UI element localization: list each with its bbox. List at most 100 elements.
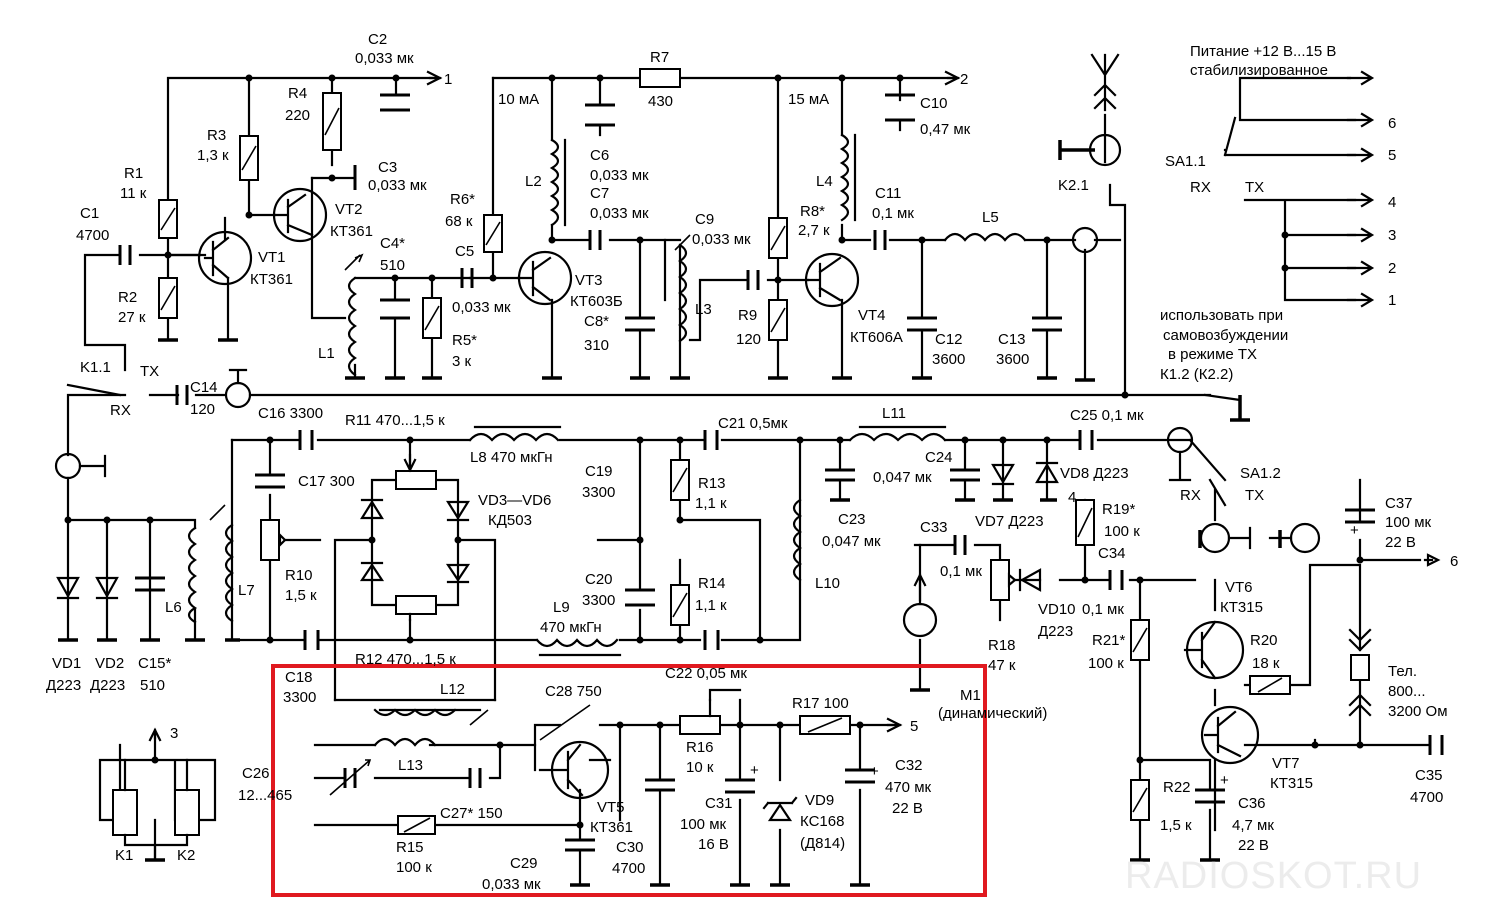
label-r22: R22 (1163, 779, 1191, 796)
label-r8: R8* (800, 203, 825, 220)
label-note-1: использовать при (1160, 307, 1283, 324)
svg-text:+: + (870, 763, 879, 780)
label-c3: C3 (378, 159, 397, 176)
connectors (54, 53, 1441, 862)
label-mic: M1 (960, 687, 981, 704)
label-i15: 15 мА (788, 91, 829, 108)
label-tel-ohm: 3200 Ом (1388, 703, 1448, 720)
label-c35-value: 4700 (1410, 789, 1443, 806)
label-r13: R13 (698, 475, 726, 492)
label-c26-value: 12...465 (238, 787, 292, 804)
label-r1: R1 (124, 165, 143, 182)
label-r7: R7 (650, 49, 669, 66)
label-c36: C36 (1238, 795, 1266, 812)
label-r4: R4 (288, 85, 307, 102)
label-c20: C20 (585, 571, 613, 588)
label-c8: C8* (584, 313, 609, 330)
label-r12: R12 470...1,5 к (355, 651, 456, 668)
watermark: RADIOSKOT.RU (1125, 855, 1422, 897)
label-r9-value: 120 (736, 331, 761, 348)
label-c17: C17 300 (298, 473, 355, 490)
label-power-2: стабилизированное (1190, 62, 1328, 79)
component-labels: C2 0,033 мк 1 R7 430 2 10 мА 15 мА C10 0… (46, 31, 1458, 893)
label-c23-value: 0,047 мк (822, 533, 881, 550)
label-vd7: VD7 Д223 (975, 513, 1044, 530)
label-l13: L13 (398, 757, 423, 774)
label-r14: R14 (698, 575, 726, 592)
label-vd9: VD9 (805, 792, 834, 809)
label-l2: L2 (525, 173, 542, 190)
label-sa11: SA1.1 (1165, 153, 1206, 170)
label-c32-voltage: 22 В (892, 800, 923, 817)
label-c24: C24 (925, 449, 953, 466)
label-c21: C21 0,5мк (718, 415, 788, 432)
junction-dots (64, 74, 1364, 829)
label-c15-value: 510 (140, 677, 165, 694)
label-o2: 2 (1388, 260, 1396, 277)
label-c37-value: 100 мк (1385, 514, 1432, 531)
label-r10: R10 (285, 567, 313, 584)
label-c12: C12 (935, 331, 963, 348)
label-c6: C6 (590, 147, 609, 164)
label-mic-desc: (динамический) (938, 705, 1047, 722)
label-tel-value: 800... (1388, 683, 1426, 700)
label-r3: R3 (207, 127, 226, 144)
label-c9-value: 0,033 мк (692, 231, 751, 248)
label-vd10-type: Д223 (1038, 623, 1073, 640)
label-l8: L8 470 мкГн (470, 449, 553, 466)
label-o5: 5 (1388, 147, 1396, 164)
label-sa11-tx: TX (1245, 179, 1264, 196)
label-c33-value: 0,1 мк (940, 563, 982, 580)
wires-lower (98, 688, 897, 887)
label-r20-value: 18 к (1252, 655, 1280, 672)
label-vt1-type: КТ361 (250, 271, 293, 288)
label-vd36: VD3—VD6 (478, 492, 551, 509)
label-r10-value: 1,5 к (285, 587, 317, 604)
label-r15-value: 100 к (396, 859, 432, 876)
label-vt7: VT7 (1272, 755, 1300, 772)
label-c1: C1 (80, 205, 99, 222)
label-out1: 1 (444, 71, 452, 88)
label-c2-value: 0,033 мк (355, 50, 414, 67)
label-vt3: VT3 (575, 272, 603, 289)
label-out6: 6 (1450, 553, 1458, 570)
label-r8-value: 2,7 к (798, 222, 830, 239)
label-c6-value: 0,033 мк (590, 167, 649, 184)
label-vd36-type: КД503 (488, 512, 532, 529)
label-c32-value: 470 мк (885, 779, 932, 796)
label-r3-value: 1,3 к (197, 147, 229, 164)
label-vt6-type: КТ315 (1220, 599, 1263, 616)
label-c27: C27* 150 (440, 805, 503, 822)
label-i10: 10 мА (498, 91, 539, 108)
label-vt4: VT4 (858, 307, 886, 324)
label-vt2-type: КТ361 (330, 223, 373, 240)
label-l9: L9 (553, 599, 570, 616)
label-r20: R20 (1250, 632, 1278, 649)
label-note-2: самовозбуждении (1163, 327, 1288, 344)
label-c11: C11 (875, 185, 901, 202)
label-c22: C22 0,05 мк (665, 665, 747, 682)
label-vt7-type: КТ315 (1270, 775, 1313, 792)
label-k11-tx: TX (140, 363, 159, 380)
label-sa12-tx: TX (1245, 487, 1264, 504)
svg-text:+: + (750, 762, 759, 779)
label-o3: 3 (1388, 227, 1396, 244)
label-c25: C25 0,1 мк (1070, 407, 1144, 424)
label-vd1-type: Д223 (46, 677, 81, 694)
label-c19: C19 (585, 463, 613, 480)
label-c20-value: 3300 (582, 592, 615, 609)
label-c12-value: 3600 (932, 351, 965, 368)
label-c33: C33 (920, 519, 948, 536)
label-c10: C10 (920, 95, 948, 112)
label-c18-value: 3300 (283, 689, 316, 706)
label-c15: C15* (138, 655, 172, 672)
inductors (187, 133, 1027, 747)
label-vt5: VT5 (597, 799, 625, 816)
capacitors: ++++ (118, 93, 1444, 852)
ground-symbols (58, 140, 1282, 887)
label-c36-value: 4,7 мк (1232, 817, 1274, 834)
label-r18: R18 (988, 637, 1016, 654)
label-c18: C18 (285, 669, 313, 686)
label-o1: 1 (1388, 292, 1396, 309)
